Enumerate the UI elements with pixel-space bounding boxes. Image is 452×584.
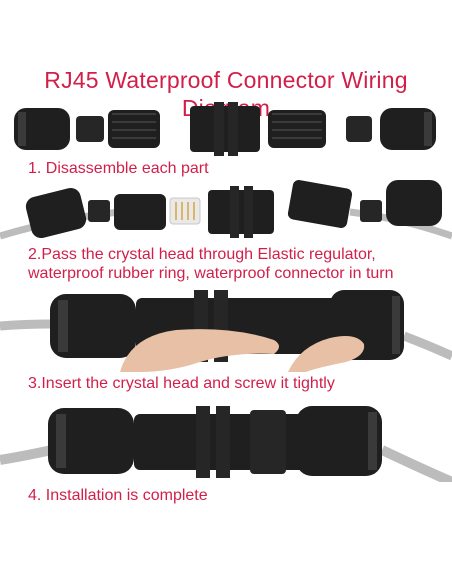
step-4-caption: 4. Installation is complete [28, 487, 208, 504]
left-seal-ring [76, 116, 104, 142]
right-cable [402, 331, 452, 361]
center-coupler [208, 190, 274, 234]
left-hand [120, 329, 279, 372]
left-cap-nut [50, 294, 136, 358]
step1-disassembled-parts [14, 102, 436, 156]
right-cap-nut [386, 180, 442, 226]
rj45-plug [169, 197, 201, 225]
step-2-caption-line2: waterproof rubber ring, waterproof conne… [28, 265, 394, 282]
step-3-caption: 3.Insert the crystal head and screw it t… [28, 375, 335, 392]
right-cap-nut [380, 108, 436, 150]
center-coupler [190, 106, 260, 152]
right-hand [288, 336, 365, 372]
left-cable [0, 445, 54, 465]
left-cap-nut [14, 108, 70, 150]
step-1-caption: 1. Disassemble each part [28, 160, 209, 177]
step-2-caption-line1: 2.Pass the crystal head through Elastic … [28, 246, 376, 263]
left-cable [0, 319, 53, 331]
right-cable [379, 445, 452, 482]
left-threaded-body [114, 194, 166, 230]
right-seal-ring [360, 200, 382, 222]
step4-completed-connector [0, 406, 452, 482]
left-cap-nut [25, 187, 87, 239]
right-seal-ring [346, 116, 372, 142]
step3-screwing-assembly [0, 290, 452, 372]
left-cap-nut [48, 408, 134, 474]
step2-threading-parts [0, 180, 452, 240]
right-threaded-body [287, 180, 353, 228]
left-seal-ring [88, 200, 110, 222]
right-cap-nut [296, 406, 382, 476]
